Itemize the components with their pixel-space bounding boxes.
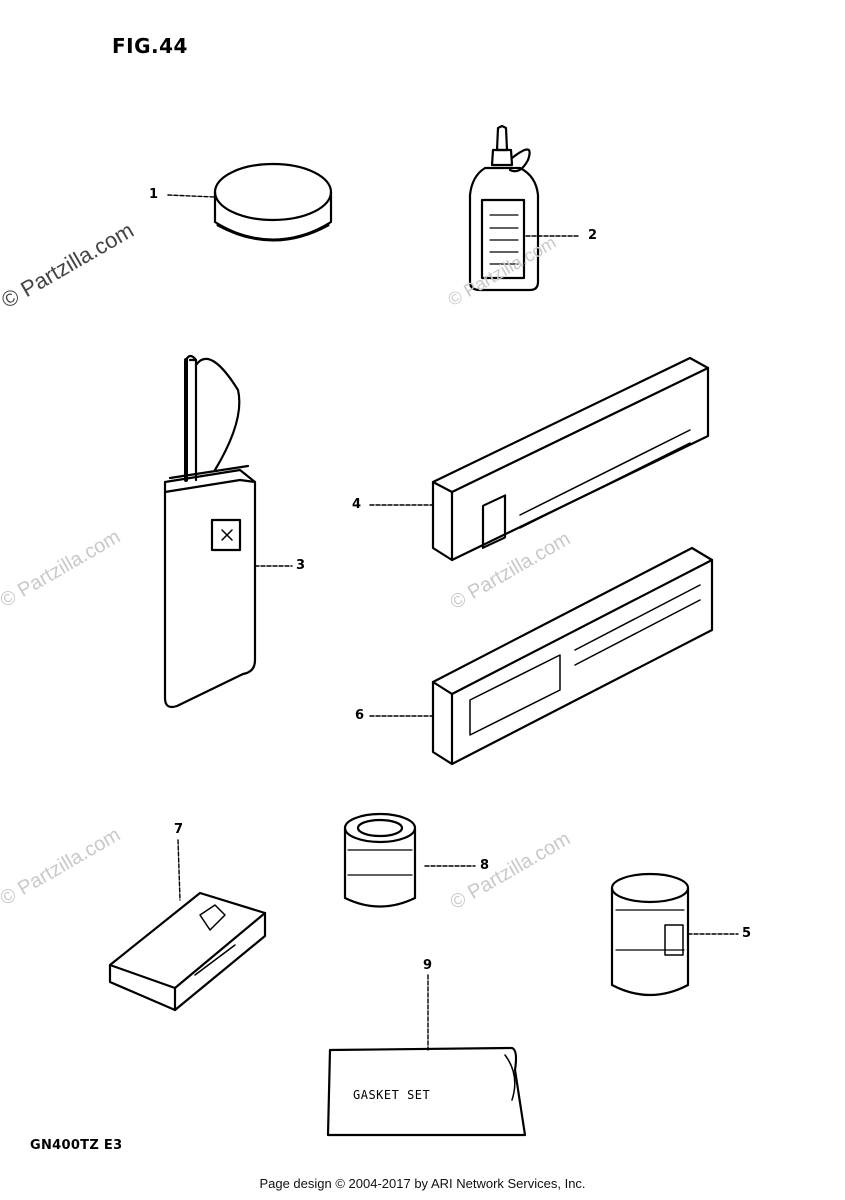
callout-9[interactable]: 9 (423, 958, 433, 973)
callout-2[interactable]: 2 (588, 228, 598, 243)
leader-lines (167, 194, 739, 1051)
callout-8[interactable]: 8 (480, 858, 490, 873)
callout-6[interactable]: 6 (355, 708, 365, 723)
callout-3[interactable]: 3 (296, 558, 306, 573)
figure-title: FIG.44 (112, 34, 188, 58)
model-code: GN400TZ E3 (30, 1138, 123, 1153)
part-3-oiler-can (163, 354, 257, 709)
part-9-gasket-set (326, 1046, 527, 1137)
part-2-oil-bottle (468, 124, 540, 292)
part-4-box (431, 356, 710, 562)
part-8-small-can (343, 812, 417, 908)
part-7-small-box (108, 891, 267, 1012)
part-5-large-can (610, 872, 690, 997)
page-footer: Page design © 2004-2017 by ARI Network S… (259, 1176, 586, 1191)
gasket-set-label: GASKET SET (353, 1088, 431, 1102)
callout-1[interactable]: 1 (149, 187, 159, 202)
callout-5[interactable]: 5 (742, 926, 752, 941)
callout-4[interactable]: 4 (352, 497, 362, 512)
part-1-tin-lid (213, 162, 333, 242)
part-6-box (431, 546, 714, 766)
callout-7[interactable]: 7 (174, 822, 184, 837)
